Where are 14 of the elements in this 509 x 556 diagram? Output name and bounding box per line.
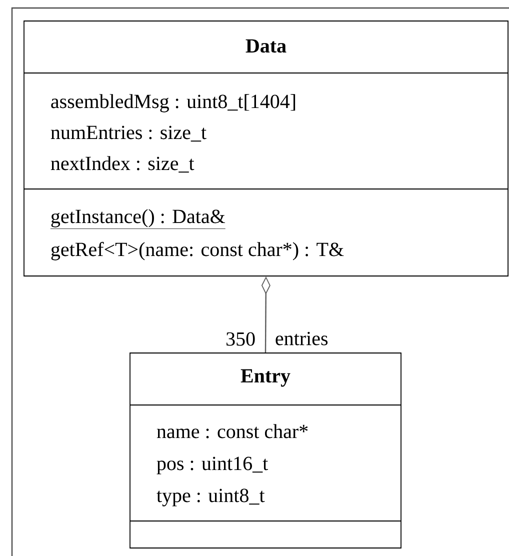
attribute-text: nextIndex : size_t xyxy=(50,156,194,173)
attribute-text: pos : uint16_t xyxy=(156,456,268,474)
class-box xyxy=(24,20,508,276)
edge-label: entries xyxy=(276,332,328,346)
method-text: getInstance() : Data& xyxy=(50,209,226,229)
method-text: getRef<T>(name: const char*) : T& xyxy=(51,242,344,260)
attribute-text: type : uint8_t xyxy=(156,488,265,506)
attribute-text: name : const char* xyxy=(156,424,308,438)
class-name: Entry xyxy=(240,369,290,387)
class-box xyxy=(130,352,402,548)
multiplicity-label: 350 xyxy=(226,332,255,346)
attribute-text: numEntries : size_t xyxy=(50,126,206,142)
attribute-text: assembledMsg : uint8_t[1404] xyxy=(51,94,296,112)
class-name: Data xyxy=(246,39,286,53)
